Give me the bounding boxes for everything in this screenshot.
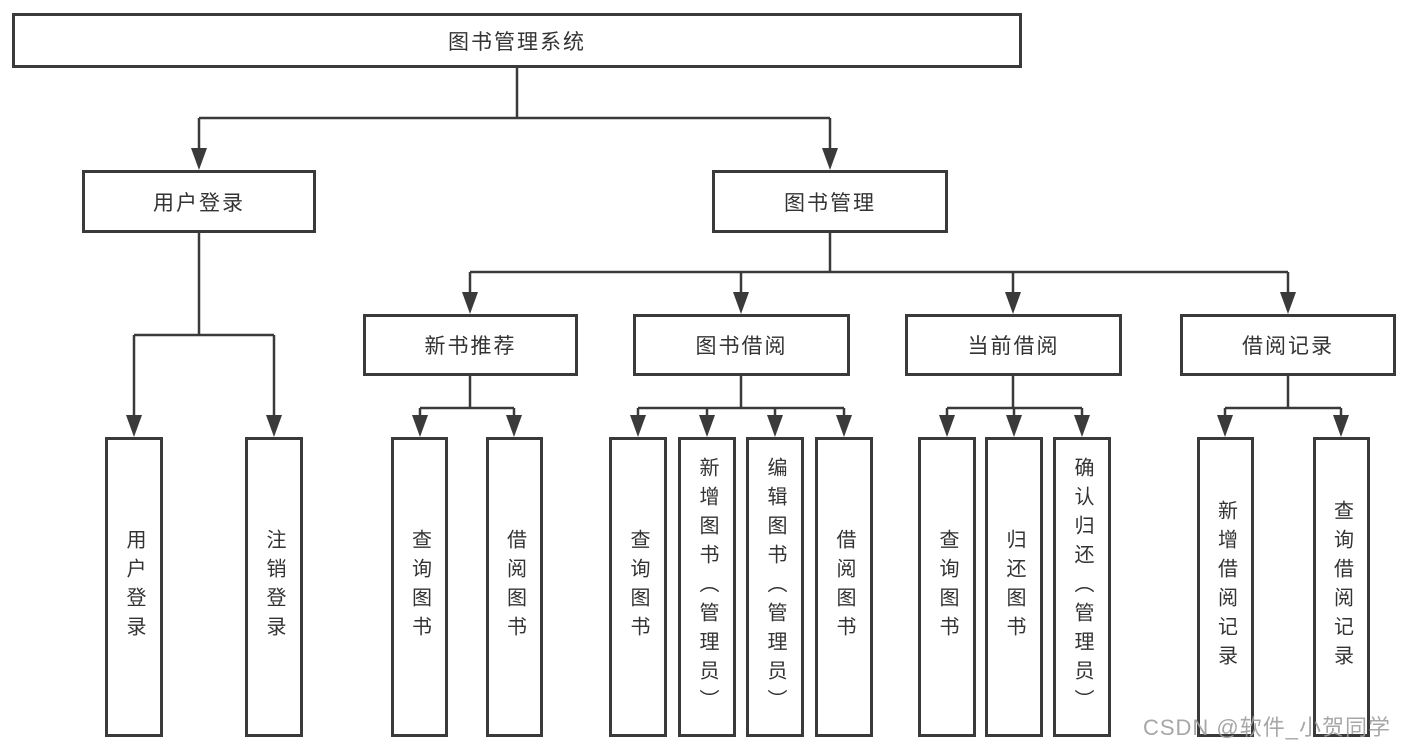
node-book-borrow: 图书借阅 [633,314,850,376]
leaf-records-query-record: 查询借阅记录 [1313,437,1370,737]
wire-mgmt-to-level3 [468,233,1290,294]
leaf-borrow-edit-book-admin-label: 编辑图书（管理员） [764,456,786,718]
leaf-borrow-add-book-admin: 新增图书（管理员） [678,437,736,737]
leaf-current-query-book: 查询图书 [918,437,976,737]
wire-recommend-to-leaves [418,376,516,417]
wire-root-to-level2 [197,68,832,150]
node-new-book-recommend-label: 新书推荐 [424,335,517,358]
wire-borrow-to-leaves [636,376,846,417]
leaf-records-query-record-label: 查询借阅记录 [1330,500,1353,674]
leaf-borrow-borrow-book-label: 借阅图书 [833,529,855,645]
leaf-borrow-add-book-admin-label: 新增图书（管理员） [696,456,718,718]
arrowheads-level2 [191,148,838,170]
leaf-current-confirm-return-admin: 确认归还（管理员） [1053,437,1111,737]
leaf-recommend-query-book: 查询图书 [391,437,448,737]
leaf-user-login: 用户登录 [105,437,163,737]
leaf-borrow-borrow-book: 借阅图书 [815,437,873,737]
wire-current-to-leaves [945,376,1084,417]
node-user-login-label: 用户登录 [153,191,245,215]
leaf-current-return-book: 归还图书 [985,437,1043,737]
node-current-borrow: 当前借阅 [905,314,1122,376]
leaf-records-add-record-label: 新增借阅记录 [1214,500,1237,674]
node-book-borrow-label: 图书借阅 [695,335,788,358]
wire-records-to-leaves [1223,376,1343,417]
node-new-book-recommend: 新书推荐 [363,314,578,376]
leaf-logout-label: 注销登录 [263,529,285,645]
leaf-records-add-record: 新增借阅记录 [1197,437,1254,737]
node-borrow-records: 借阅记录 [1180,314,1396,376]
node-book-management: 图书管理 [712,170,948,233]
leaf-current-return-book-label: 归还图书 [1003,529,1025,645]
wire-login-to-leaves [132,233,276,417]
arrowheads-leaves [126,415,1349,437]
leaf-logout: 注销登录 [245,437,303,737]
leaf-borrow-query-book: 查询图书 [609,437,667,737]
leaf-borrow-edit-book-admin: 编辑图书（管理员） [746,437,804,737]
node-root: 图书管理系统 [12,13,1022,68]
leaf-user-login-label: 用户登录 [123,529,145,645]
leaf-current-query-book-label: 查询图书 [936,529,958,645]
arrowheads-level3 [462,292,1296,314]
node-root-label: 图书管理系统 [448,30,586,54]
leaf-recommend-borrow-book-label: 借阅图书 [503,529,526,645]
csdn-watermark: CSDN @软件_小贺同学 [1142,715,1391,740]
leaf-borrow-query-book-label: 查询图书 [627,529,649,645]
leaf-recommend-query-book-label: 查询图书 [408,529,431,645]
leaf-recommend-borrow-book: 借阅图书 [486,437,543,737]
node-book-management-label: 图书管理 [784,191,876,215]
leaf-current-confirm-return-admin-label: 确认归还（管理员） [1071,456,1093,718]
node-user-login: 用户登录 [82,170,316,233]
node-current-borrow-label: 当前借阅 [967,335,1060,358]
node-borrow-records-label: 借阅记录 [1242,335,1334,358]
